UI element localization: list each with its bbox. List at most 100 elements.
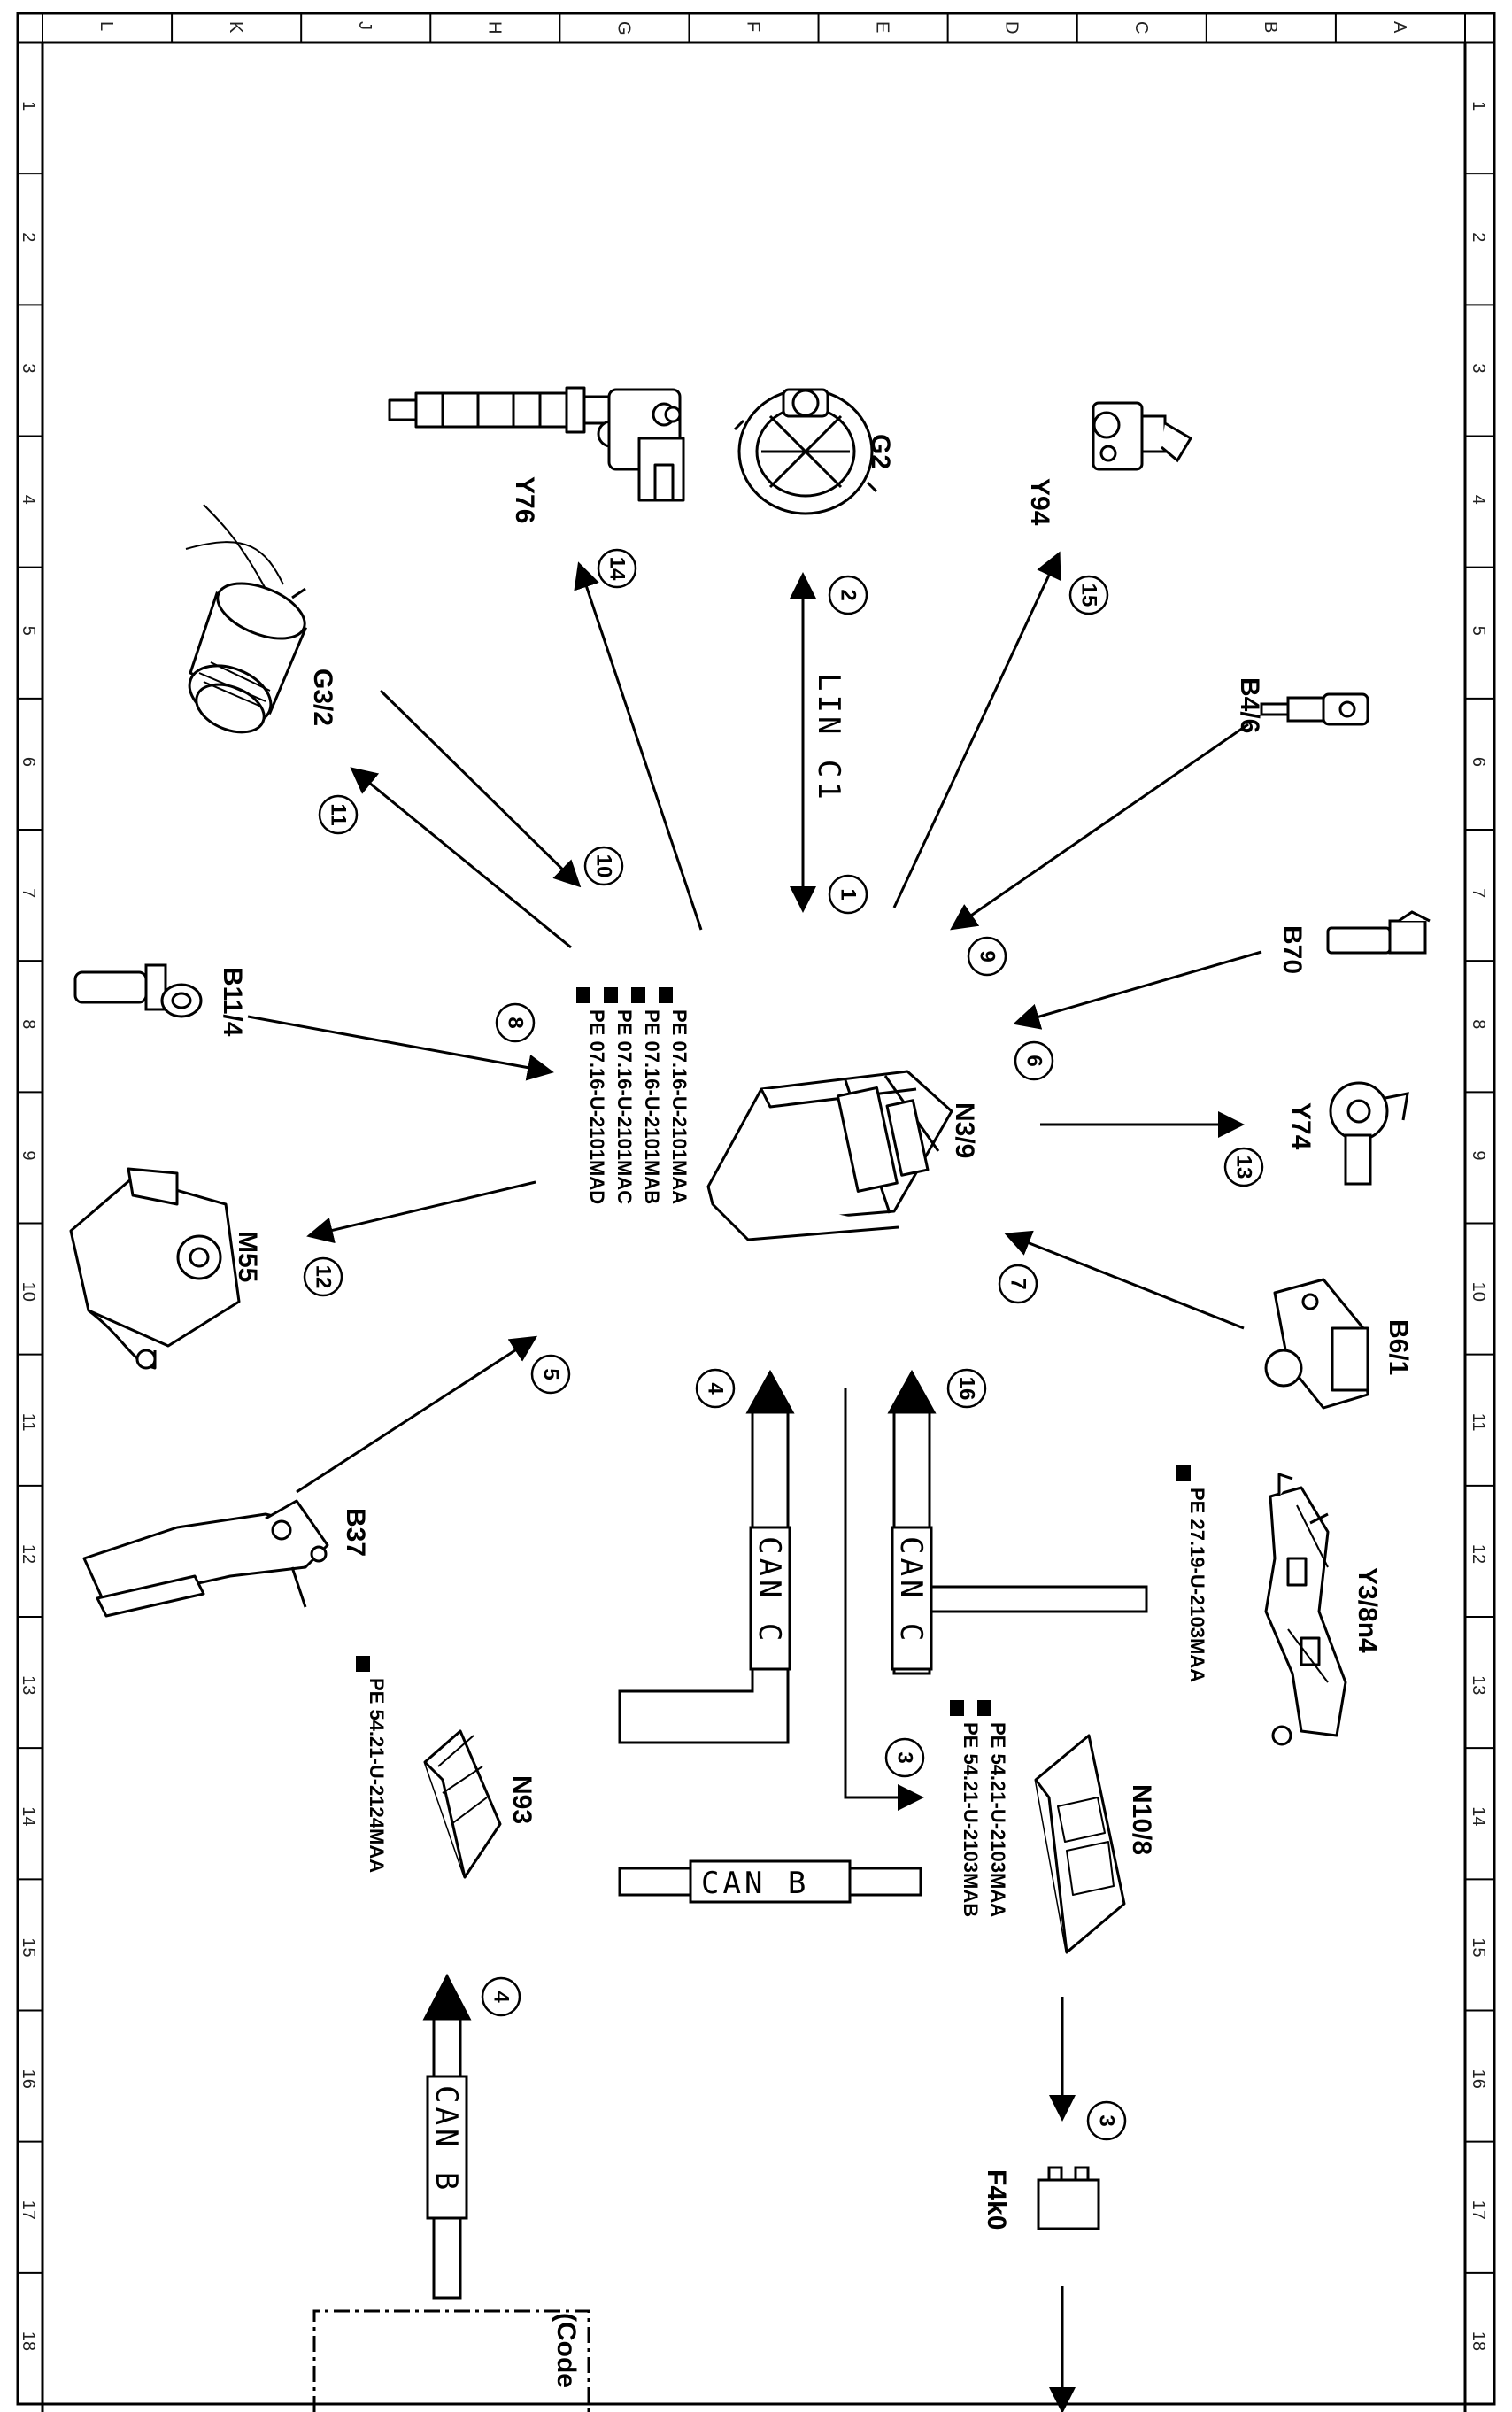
column-letter: J (355, 21, 374, 30)
arrow-b4-6 (950, 723, 1249, 931)
row-number-right: 15 (1469, 1937, 1488, 1957)
row-number-right: 16 (1469, 2069, 1488, 2089)
signal-number-circle (318, 794, 359, 835)
row-number-right: 8 (1469, 1019, 1488, 1029)
label-n93: N93 (507, 1775, 536, 1824)
row-number-left: 5 (19, 626, 38, 636)
row-number-right: 6 (1469, 757, 1488, 767)
arrow-b6-1 (1004, 1230, 1245, 1330)
ref-n10-8-1: PE 54.21-U-2103MAA (987, 1722, 1009, 1917)
signal-number-circle (1068, 575, 1109, 615)
signal-number: 8 (504, 1017, 528, 1028)
row-grid-ticks (18, 173, 1494, 2274)
row-number-left: 7 (19, 888, 38, 898)
column-letter: C (1131, 21, 1151, 34)
ref-y3-8n4: PE 27.19-U-2103MAA (1186, 1488, 1208, 1682)
signal-number-circle (481, 1976, 521, 2017)
f4k0-fuse-icon (1037, 2166, 1100, 2230)
row-number-left: 16 (19, 2069, 38, 2089)
ref-n10-8-2: PE 54.21-U-2103MAB (960, 1722, 982, 1917)
signal-number-circle (597, 548, 637, 589)
row-number-right: 13 (1469, 1675, 1488, 1695)
b4-6-sensor-icon (1260, 692, 1369, 726)
signal-number: 15 (1077, 584, 1101, 607)
bus-label-can-b-middle: CAN B (701, 1866, 809, 1901)
signal-number-circle (695, 1368, 736, 1409)
row-number-right: 4 (1469, 495, 1488, 505)
signal-number-circle (1014, 1040, 1054, 1081)
label-g2: G2 (866, 434, 895, 469)
signal-number: 10 (592, 854, 616, 878)
row-number-left: 1 (19, 101, 38, 111)
arrow-n10-8-in (844, 1388, 924, 1811)
y94-valve-icon (1092, 401, 1193, 471)
label-y74: Y74 (1286, 1102, 1315, 1150)
row-number-left: 15 (19, 1937, 38, 1957)
arrow-b70 (1013, 950, 1262, 1030)
row-number-right: 17 (1469, 2200, 1488, 2220)
bus-label-lin-c1: LIN C1 (811, 673, 846, 803)
reference-labels: PE 07.16-U-2101MAA PE 07.16-U-2101MAB PE… (366, 1009, 1208, 1917)
signal-number: 3 (893, 1751, 917, 1763)
signal-number-circle (828, 575, 868, 615)
label-f4k0: F4k0 (982, 2169, 1011, 2230)
row-number-left: 17 (19, 2200, 38, 2220)
column-letter: G (613, 21, 633, 35)
column-letter: D (1002, 21, 1022, 34)
label-n10-8: N10/8 (1127, 1784, 1156, 1855)
y74-valve-icon (1329, 1081, 1409, 1186)
label-b6-1: B6/1 (1384, 1319, 1413, 1375)
signal-number-circle (1086, 2100, 1127, 2141)
row-number-right: 7 (1469, 888, 1488, 898)
column-letter: K (226, 21, 245, 34)
row-number-right: 14 (1469, 1806, 1488, 1826)
arrow-y94 (892, 551, 1061, 908)
label-m55: M55 (233, 1231, 262, 1282)
signal-number: 4 (490, 1991, 513, 2003)
row-number-left: 4 (19, 495, 38, 505)
drawing-frame (16, 12, 1496, 2412)
row-number-left: 12 (19, 1544, 38, 1564)
row-number-left: 14 (19, 1806, 38, 1826)
label-b37: B37 (341, 1508, 370, 1557)
signal-number: 12 (312, 1265, 336, 1289)
signal-number: 4 (704, 1382, 728, 1395)
signal-arrows (247, 551, 1262, 2412)
label-n3-9: N3/9 (950, 1102, 979, 1158)
label-b70: B70 (1277, 925, 1307, 974)
row-number-right: 1 (1469, 101, 1488, 111)
signal-number-circle (946, 1368, 987, 1409)
row-number-right: 5 (1469, 626, 1488, 636)
row-number-right: 18 (1469, 2331, 1488, 2351)
signal-number-circle (998, 1264, 1038, 1304)
signal-number: 14 (606, 557, 629, 581)
signal-number-circle (884, 1737, 925, 1778)
n10-8-module-icon (1034, 1734, 1126, 1954)
y3-8n4-valve-body-icon (1264, 1473, 1347, 1746)
row-number-right: 9 (1469, 1150, 1488, 1160)
ref-n3-9-1: PE 07.16-U-2101MAA (668, 1009, 690, 1204)
label-y76: Y76 (510, 476, 539, 523)
ref-n3-9-2: PE 07.16-U-2101MAB (641, 1009, 663, 1204)
column-letter: L (96, 21, 116, 31)
signal-number: 3 (1095, 2114, 1119, 2126)
y76-injector-icon (388, 386, 685, 502)
bus-label-can-c-right: CAN C (893, 1536, 929, 1644)
signal-number: 6 (1022, 1055, 1046, 1066)
row-number-right: 3 (1469, 363, 1488, 373)
label-b4-6: B4/6 (1235, 677, 1264, 733)
signal-number-circle (303, 1256, 343, 1297)
code-region-box (312, 2309, 590, 2412)
signal-number: 9 (976, 950, 999, 962)
row-number-left: 3 (19, 363, 38, 373)
column-letter: H (484, 21, 504, 34)
row-number-right: 11 (1469, 1413, 1488, 1432)
arrow-b11-4 (247, 1015, 554, 1081)
ref-n3-9-3: PE 07.16-U-2101MAC (613, 1009, 636, 1204)
label-y94: Y94 (1025, 478, 1054, 526)
column-grid-ticks (42, 13, 1466, 43)
